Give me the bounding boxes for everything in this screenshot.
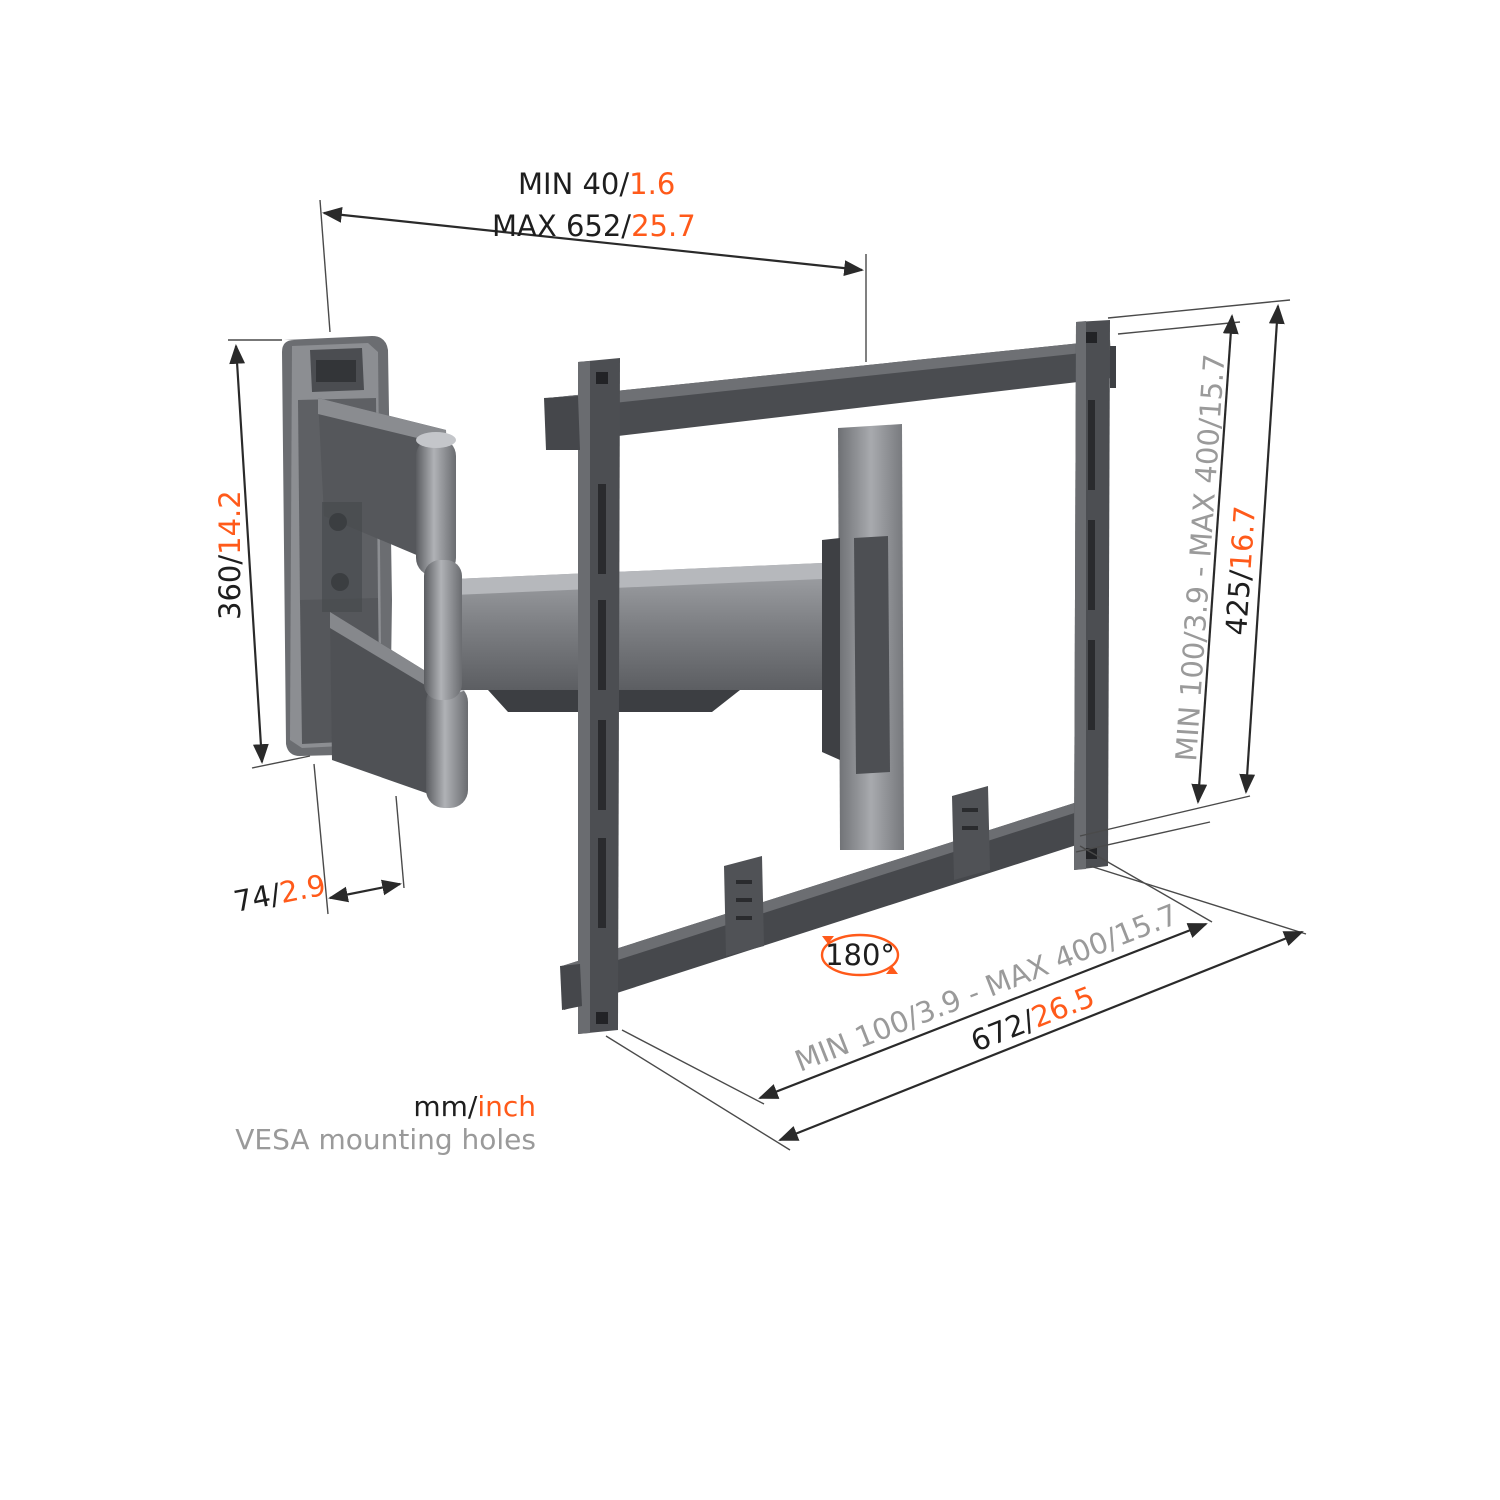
svg-text:MIN 40/1.6: MIN 40/1.6 (518, 167, 675, 201)
wall-plate-depth-line (328, 879, 402, 903)
svg-text:360/14.2: 360/14.2 (213, 490, 247, 620)
plate-height-mm: 425/ (1219, 569, 1257, 637)
dimension-lines (229, 207, 1304, 1142)
left-rail (544, 358, 620, 1034)
arm-extension-line (322, 207, 864, 276)
units-line: mm/inch (235, 1090, 536, 1123)
plate-height-label: 425/16.7 (1219, 505, 1262, 637)
units-legend: mm/inch VESA mounting holes (235, 1090, 536, 1156)
arm-max-in: 25.7 (631, 209, 696, 243)
unit-mm: mm/ (413, 1090, 478, 1123)
wall-plate-height-line (229, 344, 269, 764)
middle-arm (424, 560, 846, 712)
right-rail (1074, 320, 1116, 870)
hinge-bolts (322, 502, 362, 612)
wall-plate-depth-label: 74/2.9 (231, 868, 329, 919)
vesa-legend-label: VESA mounting holes (235, 1123, 536, 1156)
center-spine (822, 424, 904, 850)
rotation-badge: 180° (820, 933, 900, 977)
lower-arm (330, 612, 468, 808)
extension-lines (228, 199, 1307, 1151)
arm-extension-label: MIN 40/1.6 MAX 652/25.7 (492, 167, 696, 243)
plate-height-line (1239, 304, 1285, 794)
wall-depth-in: 2.9 (277, 868, 329, 910)
plate-width-line (778, 930, 1304, 1142)
wall-plate-height-label: 360/14.2 (213, 490, 247, 620)
bottom-hooks (724, 786, 990, 956)
arm-max-mm: MAX 652/ (492, 209, 631, 243)
svg-text:425/16.7: 425/16.7 (1219, 505, 1262, 637)
arm-min-in: 1.6 (629, 167, 675, 201)
vesa-vertical-text: MIN 100/3.9 - MAX 400/15.7 (1169, 353, 1231, 763)
wall-height-in: 14.2 (213, 490, 247, 555)
plate-top-bar (548, 340, 1112, 444)
svg-text:MAX 652/25.7: MAX 652/25.7 (492, 209, 696, 243)
vesa-vertical-line (1191, 314, 1239, 804)
rotation-label: 180° (825, 938, 895, 972)
wall-depth-mm: 74/ (231, 877, 284, 919)
wall-height-mm: 360/ (213, 555, 247, 620)
plate-height-in: 16.7 (1224, 505, 1262, 572)
svg-text:74/2.9: 74/2.9 (231, 868, 329, 919)
vesa-vertical-label: MIN 100/3.9 - MAX 400/15.7 (1169, 353, 1231, 763)
arm-min-mm: MIN 40/ (518, 167, 629, 201)
unit-inch: inch (477, 1090, 536, 1123)
